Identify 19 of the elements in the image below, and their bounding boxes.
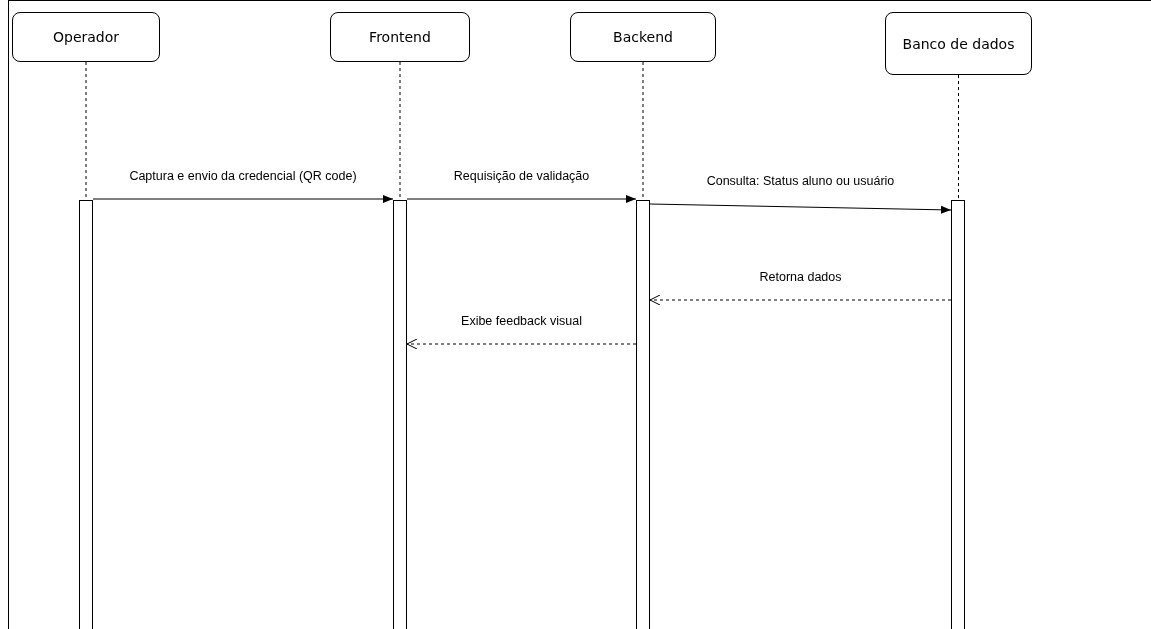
message-arrow — [649, 203, 952, 214]
activation-bar — [79, 200, 93, 629]
activation-bar — [393, 200, 407, 629]
message-arrow — [92, 195, 394, 203]
return-arrow — [406, 338, 637, 350]
edge-label: Retorna dados — [757, 270, 844, 284]
participant-box: Frontend — [330, 12, 470, 62]
edge-label: Exibe feedback visual — [459, 314, 584, 328]
edge-label: Requisição de validação — [451, 169, 592, 183]
return-arrow — [649, 294, 952, 306]
activation-bar — [951, 200, 965, 629]
lifeline — [958, 74, 959, 201]
message-arrow — [406, 195, 637, 203]
edge-label: Captura e envio da credencial (QR code) — [127, 169, 359, 183]
edge-label: Consulta: Status aluno ou usuário — [704, 174, 897, 188]
activation-bar — [636, 200, 650, 629]
participant-box: Banco de dados — [885, 12, 1032, 75]
participant-box: Operador — [12, 12, 160, 62]
participant-box: Backend — [570, 12, 716, 62]
